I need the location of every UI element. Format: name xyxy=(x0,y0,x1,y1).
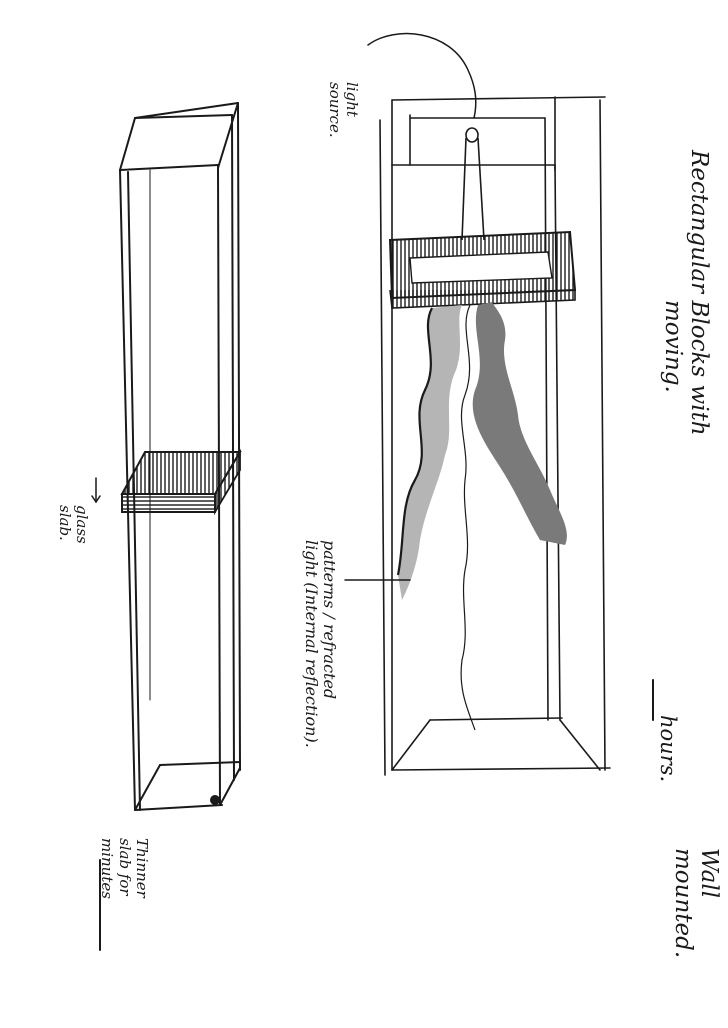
annotation-leaders xyxy=(91,32,654,951)
title-line-2: moving. xyxy=(659,300,686,393)
thinner-line-3: minutes xyxy=(98,838,117,899)
light-source xyxy=(461,127,485,241)
thinner-line-2: slab for xyxy=(115,838,134,896)
glass-line-2: slab. xyxy=(55,505,74,541)
patterns-line-1: patterns / refracted xyxy=(320,540,339,700)
patterns-line-2: light (Internal reflection). xyxy=(301,540,321,748)
glass-slab xyxy=(120,448,242,516)
title-note: Rectangular Blocks with moving. xyxy=(659,150,712,436)
light-source-note: light source. xyxy=(326,82,361,138)
thinner-line-1: Thinner xyxy=(133,838,151,898)
patterns-note: patterns / refracted light (Internal ref… xyxy=(301,540,339,748)
wall-line-2: mounted. xyxy=(669,848,696,959)
wall-mounted-note: Wall mounted. xyxy=(669,848,722,958)
hours-note: hours. xyxy=(656,715,680,782)
light-patterns xyxy=(396,302,567,731)
glass-line-1: glass xyxy=(73,505,91,544)
light-line-2: source. xyxy=(325,82,344,138)
title-line-1: Rectangular Blocks with xyxy=(686,150,712,436)
hours-label: hours. xyxy=(656,715,680,783)
thinner-slab-note: Thinner slab for minutes xyxy=(98,838,152,899)
light-frame xyxy=(388,230,577,309)
light-line-1: light xyxy=(343,82,361,117)
glass-slab-note: glass slab. xyxy=(56,505,91,544)
wall-line-1: Wall xyxy=(696,848,722,899)
